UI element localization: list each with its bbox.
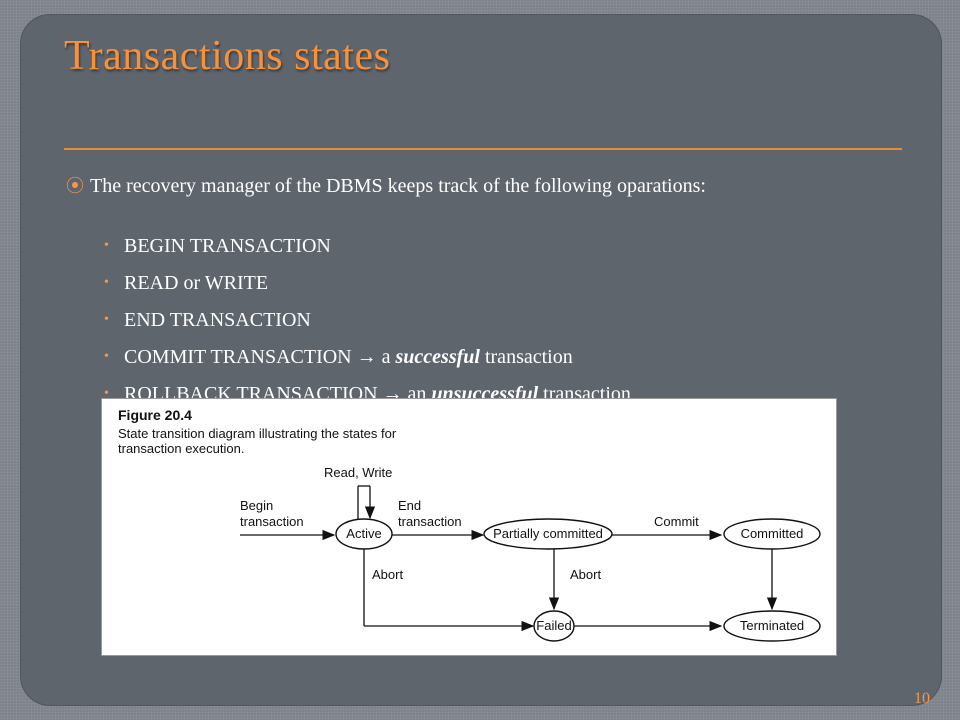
state-failed-label: Failed [536,618,571,633]
commit-label: Commit [654,514,699,529]
state-transition-diagram: Begin transaction Read, Write Active End… [240,465,821,642]
figure-caption: State transition diagram illustrating th… [118,426,397,456]
bullet-dot-icon: • [104,312,109,327]
operations-list: • BEGIN TRANSACTION • READ or WRITE • EN… [104,232,631,417]
circle-bullet-icon: ⦿ [66,176,84,196]
bullet-dot-icon: • [104,386,109,401]
item-text-post: transaction [479,346,573,368]
item-text: BEGIN TRANSACTION [124,235,331,257]
state-terminated [723,610,821,642]
begin-label-line1: Begin [240,498,273,513]
end-label-line2: transaction [398,514,462,529]
bullet-dot-icon: • [104,349,109,364]
begin-label-line2: transaction [240,514,304,529]
main-bullet-text: The recovery manager of the DBMS keeps t… [90,175,706,197]
bullet-dot-icon: • [104,275,109,290]
list-item: • BEGIN TRANSACTION [104,232,631,269]
state-partially-committed-label: Partially committed [493,526,603,541]
abort-partial-label: Abort [570,567,601,582]
list-item: • READ or WRITE [104,269,631,306]
bullet-dot-icon: • [104,238,109,253]
state-partially-committed [483,518,613,550]
list-item: • END TRANSACTION [104,306,631,343]
read-write-label: Read, Write [324,465,392,480]
end-label-line1: End [398,498,421,513]
main-bullet: ⦿ The recovery manager of the DBMS keeps… [66,172,826,200]
item-emphasis: successful [395,346,480,368]
title-divider [64,148,902,150]
item-text: END TRANSACTION [124,309,311,331]
list-item: • COMMIT TRANSACTION → a successful tran… [104,343,631,380]
state-committed-label: Committed [741,526,804,541]
item-text: COMMIT TRANSACTION [124,346,357,368]
state-terminated-label: Terminated [740,618,804,633]
state-diagram-figure: Figure 20.4 State transition diagram ill… [101,398,837,656]
item-text: READ or WRITE [124,272,269,294]
state-active-label: Active [346,526,381,541]
right-arrow-icon: → [356,346,377,368]
page-number: 10 [914,690,930,707]
slide-title: Transactions states [64,33,391,79]
item-text-mid: a [376,346,396,368]
abort-active-label: Abort [372,567,403,582]
figure-label: Figure 20.4 [118,407,192,423]
